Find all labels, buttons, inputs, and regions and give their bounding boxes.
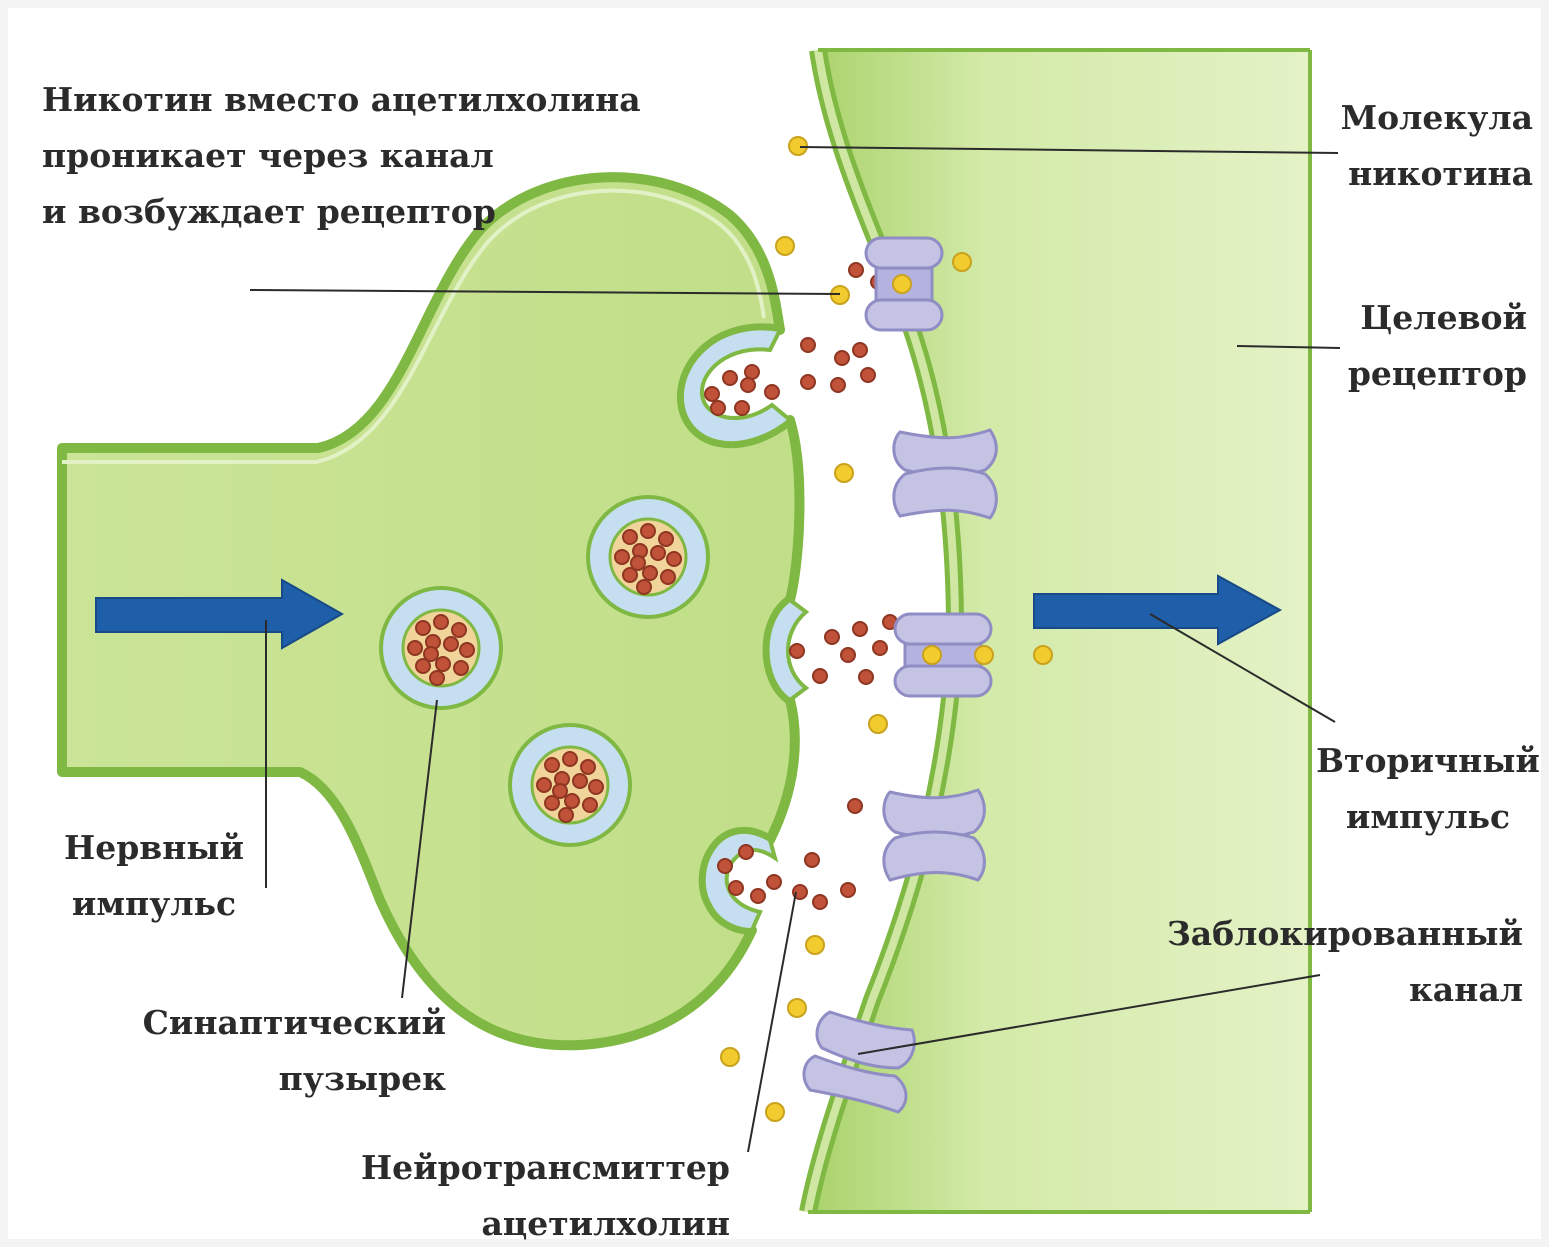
label-nerve-impulse: Нервный импульс <box>54 820 254 932</box>
acetylcholine-dot <box>718 859 732 873</box>
receptor-channel-blocked <box>804 1012 914 1112</box>
acetylcholine-dot <box>545 758 559 772</box>
acetylcholine-dot <box>853 622 867 636</box>
nicotine-dot <box>869 715 887 733</box>
acetylcholine-dot <box>841 883 855 897</box>
label-synaptic-vesicle: Синаптический пузырек <box>130 995 446 1107</box>
acetylcholine-dot <box>790 644 804 658</box>
acetylcholine-dot <box>805 853 819 867</box>
acetylcholine-dot <box>589 780 603 794</box>
acetylcholine-dot <box>741 378 755 392</box>
label-neurotransmitter: Нейротрансмиттер ацетилхолин <box>360 1140 730 1247</box>
synaptic-vesicle-2 <box>588 497 708 617</box>
acetylcholine-dot <box>873 641 887 655</box>
nicotine-dot <box>776 237 794 255</box>
acetylcholine-dot <box>841 648 855 662</box>
label-blocked-channel: Заблокированный канал <box>1167 906 1523 1018</box>
acetylcholine-dot <box>651 546 665 560</box>
acetylcholine-dot <box>667 552 681 566</box>
acetylcholine-dot <box>801 338 815 352</box>
acetylcholine-dot <box>563 752 577 766</box>
label-secondary-impulse: Вторичный импульс <box>1314 733 1542 845</box>
acetylcholine-dot <box>813 895 827 909</box>
acetylcholine-dot <box>581 760 595 774</box>
nicotine-dot <box>766 1103 784 1121</box>
nicotine-dot <box>1034 646 1052 664</box>
acetylcholine-dot <box>825 630 839 644</box>
acetylcholine-dot <box>553 784 567 798</box>
nicotine-dot <box>831 286 849 304</box>
acetylcholine-dot <box>723 371 737 385</box>
acetylcholine-dot <box>739 845 753 859</box>
label-nicotine-note: Никотин вместо ацетилхолина проникает че… <box>42 72 641 240</box>
acetylcholine-dot <box>813 669 827 683</box>
acetylcholine-dot <box>452 623 466 637</box>
acetylcholine-dot <box>751 889 765 903</box>
acetylcholine-dot <box>735 401 749 415</box>
label-nicotine-molecule: Молекула никотина <box>1341 90 1533 202</box>
acetylcholine-dot <box>559 808 573 822</box>
acetylcholine-dot <box>659 532 673 546</box>
acetylcholine-dot <box>573 774 587 788</box>
label-target-receptor: Целевой рецептор <box>1348 290 1527 402</box>
acetylcholine-dot <box>643 566 657 580</box>
acetylcholine-dot <box>444 637 458 651</box>
acetylcholine-dot <box>631 556 645 570</box>
nicotine-dot <box>788 999 806 1017</box>
acetylcholine-dot <box>460 643 474 657</box>
nicotine-dot <box>789 137 807 155</box>
acetylcholine-dot <box>859 670 873 684</box>
synaptic-vesicle-3 <box>510 725 630 845</box>
acetylcholine-dot <box>705 387 719 401</box>
synaptic-vesicle-1 <box>381 588 501 708</box>
acetylcholine-dot <box>767 875 781 889</box>
acetylcholine-dot <box>848 799 862 813</box>
acetylcholine-dot <box>853 343 867 357</box>
nicotine-dot <box>975 646 993 664</box>
acetylcholine-dot <box>641 524 655 538</box>
acetylcholine-dot <box>408 641 422 655</box>
acetylcholine-dot <box>765 385 779 399</box>
acetylcholine-dot <box>436 657 450 671</box>
acetylcholine-dot <box>801 375 815 389</box>
acetylcholine-dot <box>416 621 430 635</box>
acetylcholine-dot <box>861 368 875 382</box>
nicotine-dot <box>806 936 824 954</box>
acetylcholine-dot <box>637 580 651 594</box>
acetylcholine-dot <box>849 263 863 277</box>
acetylcholine-dot <box>565 794 579 808</box>
acetylcholine-dot <box>729 881 743 895</box>
acetylcholine-dot <box>424 647 438 661</box>
acetylcholine-dot <box>661 570 675 584</box>
nicotine-dot <box>721 1048 739 1066</box>
acetylcholine-dot <box>835 351 849 365</box>
acetylcholine-dot <box>583 798 597 812</box>
acetylcholine-dot <box>615 550 629 564</box>
receptor-channel-closed-upper <box>894 430 996 518</box>
acetylcholine-dot <box>745 365 759 379</box>
acetylcholine-dot <box>434 615 448 629</box>
acetylcholine-dot <box>430 671 444 685</box>
acetylcholine-dot <box>711 401 725 415</box>
nicotine-dot <box>893 275 911 293</box>
acetylcholine-dot <box>454 661 468 675</box>
nicotine-dot <box>835 464 853 482</box>
nicotine-dot <box>923 646 941 664</box>
acetylcholine-dot <box>831 378 845 392</box>
acetylcholine-dot <box>623 530 637 544</box>
acetylcholine-dot <box>537 778 551 792</box>
nicotine-dot <box>953 253 971 271</box>
